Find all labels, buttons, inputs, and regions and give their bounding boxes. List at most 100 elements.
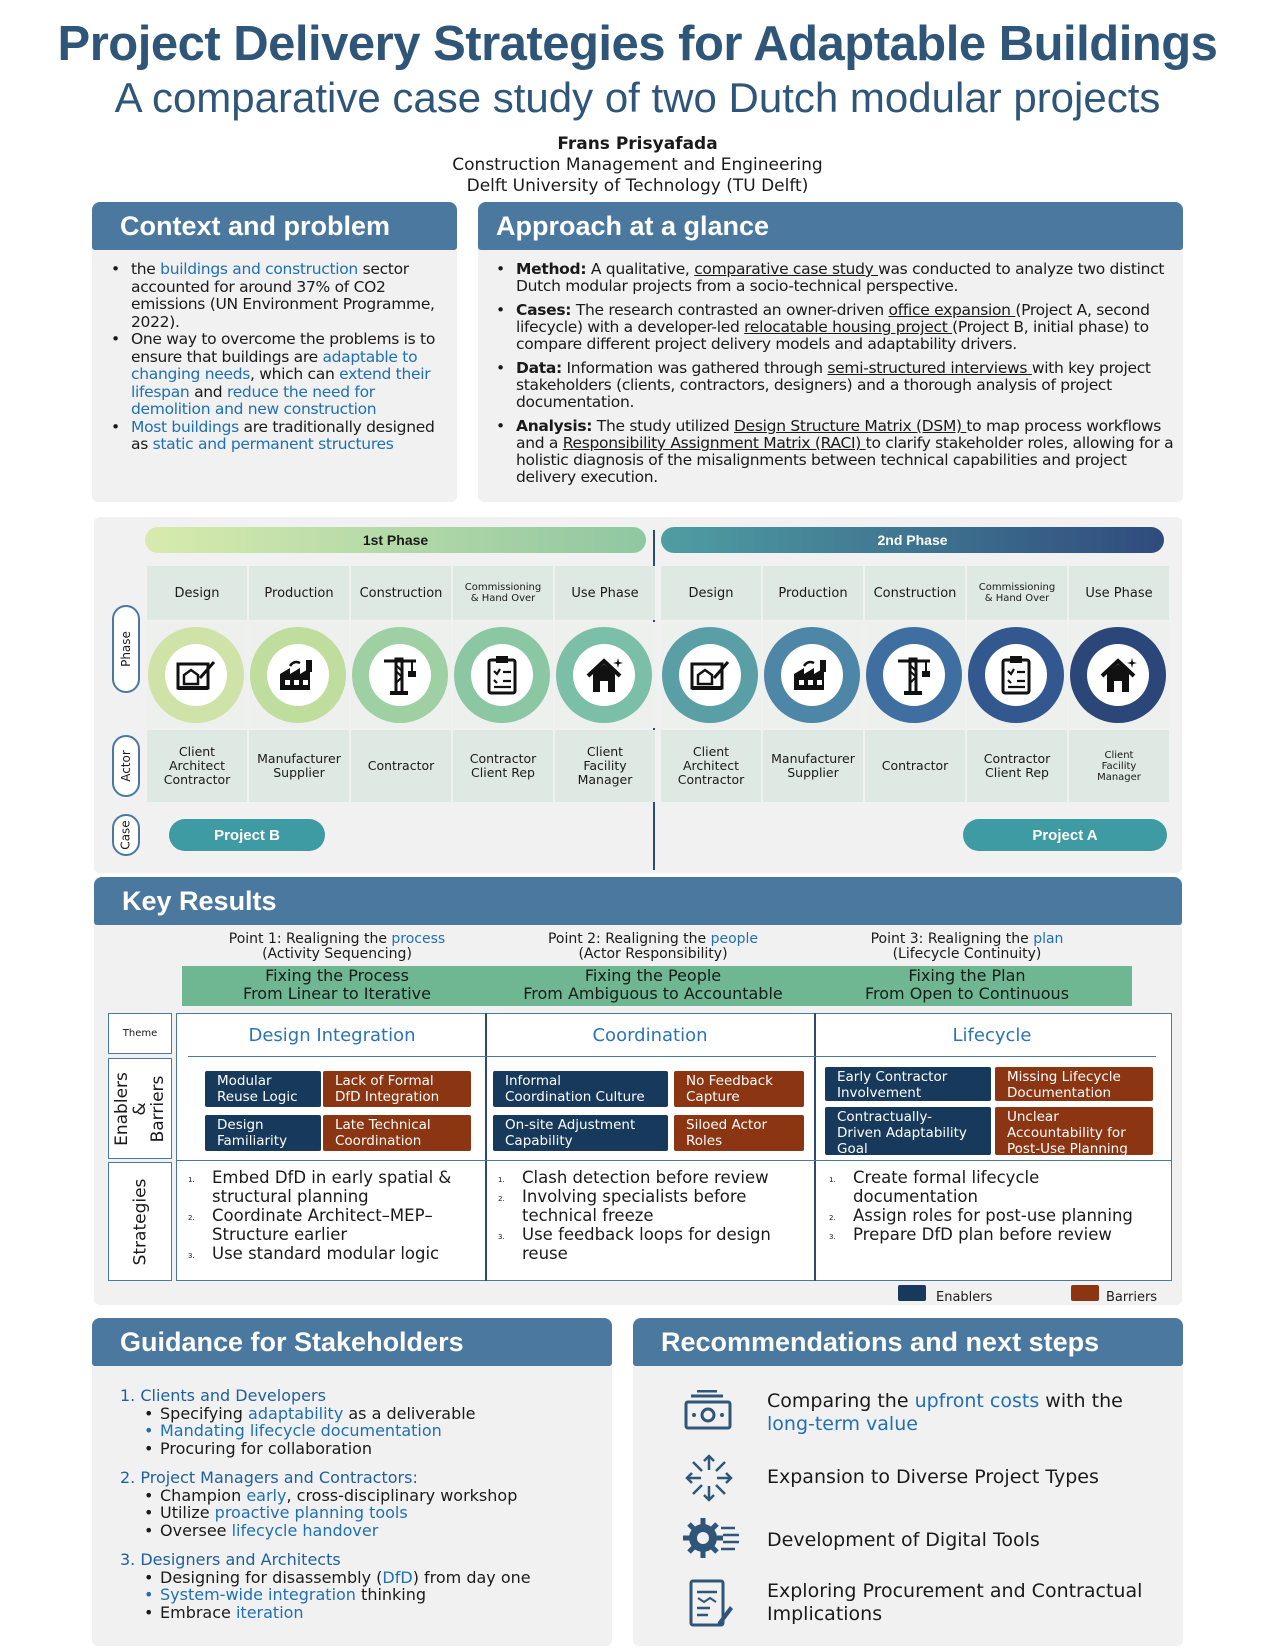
enabler-box: Informal Coordination Culture (493, 1071, 668, 1107)
context-bullet: the buildings and construction sector ac… (111, 260, 449, 331)
crane-icon (369, 644, 431, 706)
stage-actor: Contractor (865, 730, 965, 802)
design-blueprint-icon (165, 644, 227, 706)
author-name: Frans Prisyafada (557, 134, 718, 154)
guidance-item: Oversee lifecycle handover (144, 1521, 600, 1540)
result-point-title: Point 3: Realigning the plan(Lifecycle C… (870, 931, 1064, 962)
row-label-enablers-barriers: Enablers & Barriers (108, 1058, 172, 1159)
phase1-label: 1st Phase (362, 532, 429, 548)
stage-ring (764, 627, 860, 723)
approach-method: Method: A qualitative, comparative case … (496, 261, 1176, 295)
house-icon (573, 644, 635, 706)
stage-ring (352, 627, 448, 723)
theme-label: Coordination (592, 1025, 708, 1046)
guidance-list: 1. Clients and Developers Specifying ada… (120, 1387, 600, 1621)
enabler-box: On-site Adjustment Capability (493, 1115, 668, 1151)
strategy-item: 2.Coordinate Architect–MEP–Structure ear… (188, 1206, 433, 1244)
stage-actor: Client Architect Contractor (147, 730, 247, 802)
phase2-label: 2nd Phase (877, 532, 948, 548)
stage-ring (148, 627, 244, 723)
stage-ring (1070, 627, 1166, 723)
barrier-box: Missing Lifecycle Documentation (995, 1067, 1153, 1101)
fix-banner (182, 966, 1132, 1006)
guidance-item: Specifying adaptability as a deliverable (144, 1404, 600, 1423)
side-label-phase: Phase (112, 605, 140, 693)
grid-hline (188, 1056, 1156, 1057)
recommendations-card (633, 1318, 1183, 1646)
guidance-group-title: 2. Project Managers and Contractors: (120, 1468, 418, 1487)
stage-ring (556, 627, 652, 723)
barrier-box: No Feedback Capture (674, 1071, 804, 1107)
grid-hline (176, 1160, 1172, 1161)
strategy-item: 1.Create formal lifecycle documentation (829, 1168, 1040, 1206)
program-name: Construction Management and Engineering (452, 155, 823, 175)
stage-header: Production (763, 566, 863, 620)
guidance-group-title: 3. Designers and Architects (120, 1550, 341, 1569)
legend-barriers-swatch (1071, 1285, 1099, 1301)
approach-bullets: Method: A qualitative, comparative case … (496, 261, 1176, 493)
guidance-item: Utilize proactive planning tools (144, 1504, 600, 1522)
guidance-group-title: 1. Clients and Developers (120, 1386, 326, 1405)
stage-actor: Client Architect Contractor (661, 730, 761, 802)
guidance-item: Mandating lifecycle documentation (144, 1422, 600, 1440)
result-point-title: Point 1: Realigning the process(Activity… (228, 931, 446, 962)
stage-actor: Manufacturer Supplier (249, 730, 349, 802)
side-label-actor: Actor (112, 735, 140, 797)
crane-icon (883, 644, 945, 706)
approach-heading: Approach at a glance (478, 202, 1183, 250)
barrier-box: Late Technical Coordination (323, 1115, 471, 1151)
barrier-box: Siloed Actor Roles (674, 1115, 804, 1151)
poster-title: Project Delivery Strategies for Adaptabl… (57, 17, 1218, 71)
author-block: Frans Prisyafada Construction Management… (0, 134, 1275, 197)
guidance-item: Designing for disassembly (DfD) from day… (144, 1568, 600, 1587)
grid-divider (485, 1013, 487, 1281)
contract-handshake-icon (689, 1579, 733, 1627)
recommendation-1: Comparing the upfront costs with the lon… (767, 1390, 1123, 1435)
stage-ring (250, 627, 346, 723)
side-label-case: Case (112, 814, 140, 856)
approach-data: Data: Information was gathered through s… (496, 360, 1176, 411)
stage-header: Use Phase (1069, 566, 1169, 620)
barrier-box: Lack of Formal DfD Integration (323, 1071, 471, 1107)
row-label-strategies: Strategies (108, 1162, 172, 1281)
recommendation-4: Exploring Procurement and Contractual Im… (767, 1580, 1143, 1625)
stage-header: Construction (865, 566, 965, 620)
stage-header: Design (661, 566, 761, 620)
stage-ring (968, 627, 1064, 723)
row-label-theme: Theme (108, 1013, 172, 1054)
legend-enablers-swatch (898, 1285, 926, 1301)
stage-header: Construction (351, 566, 451, 620)
strategy-item: 2.Involving specialists before technical… (498, 1187, 747, 1225)
barrier-box: Unclear Accountability for Post-Use Plan… (995, 1107, 1153, 1157)
strategy-item: 1.Clash detection before review (498, 1168, 769, 1187)
factory-icon (267, 644, 329, 706)
recommendation-2: Expansion to Diverse Project Types (767, 1466, 1099, 1488)
stage-header: Commissioning & Hand Over (453, 566, 553, 620)
money-icon (684, 1390, 732, 1430)
recommendations-heading: Recommendations and next steps (633, 1318, 1183, 1366)
poster-subtitle: A comparative case study of two Dutch mo… (114, 74, 1161, 121)
legend-enablers-label: Enablers (936, 1290, 993, 1305)
theme-label: Lifecycle (952, 1025, 1032, 1046)
strategy-list: 1.Embed DfD in early spatial & structura… (188, 1168, 472, 1263)
guidance-item: Champion early, cross-disciplinary works… (144, 1486, 600, 1505)
stage-ring (454, 627, 550, 723)
guidance-item: Procuring for collaboration (144, 1439, 600, 1458)
enabler-box: Design Familiarity (205, 1115, 321, 1151)
strategy-item: 3.Prepare DfD plan before review (829, 1225, 1112, 1244)
expand-arrows-icon (685, 1454, 733, 1502)
phase1-bar: 1st Phase (145, 527, 646, 553)
context-bullet: Most buildings are traditionally designe… (111, 418, 449, 454)
strategy-item: 2.Assign roles for post-use planning (829, 1206, 1133, 1225)
case-project-b: Project B (169, 819, 325, 851)
grid-divider (814, 1013, 816, 1281)
stage-actor: Contractor Client Rep (453, 730, 553, 802)
university-name: Delft University of Technology (TU Delft… (466, 176, 809, 196)
stage-header: Commissioning & Hand Over (967, 566, 1067, 620)
context-bullet: One way to overcome the problems is to e… (111, 330, 449, 419)
recommendation-3: Development of Digital Tools (767, 1529, 1040, 1551)
key-results-heading: Key Results (94, 877, 1182, 925)
strategy-item: 1.Embed DfD in early spatial & structura… (188, 1168, 452, 1206)
